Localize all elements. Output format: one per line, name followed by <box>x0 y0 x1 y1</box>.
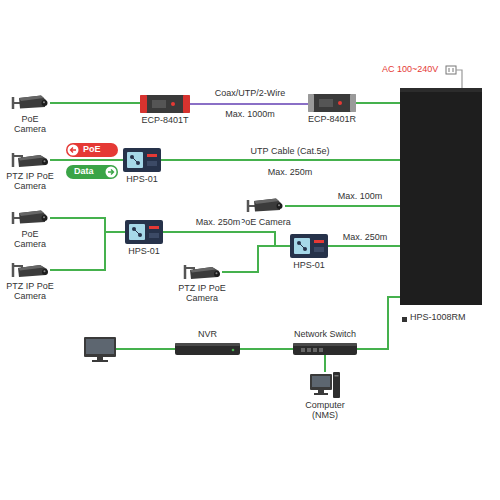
extender-device-drawing <box>140 95 190 113</box>
node-label: HPS-1008RM <box>410 313 466 323</box>
node-label: ECP-8401T <box>141 116 188 126</box>
camera-icon: PoE Camera <box>10 93 50 113</box>
hps01-device: HPS-01 <box>125 220 163 244</box>
poe-badge: PoE <box>66 143 118 157</box>
monitor-wire <box>116 348 175 350</box>
camera-icon-drawing <box>10 208 50 228</box>
hps01-device-drawing <box>125 220 163 244</box>
cable-line <box>190 103 308 105</box>
ptz-camera-icon-drawing <box>10 150 50 170</box>
network-switch: Network Switch <box>293 343 357 355</box>
hps01-device: HPS-01 <box>290 234 328 258</box>
hps01-device: HPS-01 <box>123 148 161 172</box>
poe-switch-drawing <box>400 88 482 305</box>
camera-icon-drawing <box>245 196 285 216</box>
edge-label: Coax/UTP/2-Wire <box>214 89 287 99</box>
ac-plug <box>446 66 456 74</box>
ptz-camera-icon-drawing <box>10 260 50 280</box>
monitor-screen <box>86 339 114 354</box>
network-switch-drawing <box>293 343 357 355</box>
node-label: HPS-01 <box>128 247 160 257</box>
node-label: PoE Camera <box>8 230 52 250</box>
cable-line <box>240 348 293 350</box>
bullet-square <box>402 317 407 322</box>
node-label: Network Switch <box>294 330 356 340</box>
node-label: PTZ IP PoE Camera <box>4 282 56 302</box>
computer-icon-drawing <box>310 372 340 398</box>
camera-icon-drawing <box>10 93 50 113</box>
nvr-device: NVR <box>175 343 240 355</box>
power-cord <box>456 70 462 88</box>
edge-label: Max. 250m <box>195 218 242 228</box>
plug-pin <box>449 68 450 72</box>
node-label: PoE Camera <box>8 115 52 135</box>
computer-icon: Computer (NMS) <box>310 372 340 398</box>
cable-line <box>50 218 125 232</box>
power-note: AC 100~240V <box>382 65 438 75</box>
cable-line <box>222 246 290 272</box>
node-label: PoE <box>83 145 101 155</box>
ptz-camera-icon: PTZ IP PoE Camera <box>10 260 50 280</box>
extender-device-drawing <box>308 94 356 112</box>
node-label: PoE Camera <box>239 218 291 228</box>
node-label: NVR <box>198 330 217 340</box>
edge-label: Max. 250m <box>342 233 389 243</box>
distance-note: Max. 250m <box>268 168 313 178</box>
monitor-base <box>92 360 108 362</box>
cable-line <box>163 232 290 246</box>
cable-line <box>161 159 400 161</box>
edge-label: UTP Cable (Cat.5e) <box>250 147 331 157</box>
node-label: ECP-8401R <box>308 115 356 125</box>
cable-line <box>356 102 400 104</box>
ptz-camera-icon: PTZ IP PoE Camera <box>182 262 222 282</box>
cable-line <box>285 205 400 207</box>
ptz-camera-icon: PTZ IP PoE Camera <box>10 150 50 170</box>
hps01-device-drawing <box>123 148 161 172</box>
hps01-device-drawing <box>290 234 328 258</box>
distance-note: Max. 1000m <box>225 110 275 120</box>
monitor-stand <box>97 357 103 360</box>
cable-line <box>50 102 140 104</box>
nvr-device-drawing <box>175 343 240 355</box>
camera-icon: PoE Camera <box>10 208 50 228</box>
monitor-icon <box>84 337 116 357</box>
node-label: HPS-01 <box>293 261 325 271</box>
cable-line <box>328 245 400 247</box>
cable-line <box>324 355 326 372</box>
cable-line <box>50 232 125 270</box>
node-label: Computer (NMS) <box>300 401 350 421</box>
node-label: PTZ IP PoE Camera <box>4 172 56 192</box>
node-label: PTZ IP PoE Camera <box>176 284 228 304</box>
extender-device: ECP-8401R <box>308 94 356 112</box>
cable-line <box>357 297 400 349</box>
cable-line <box>50 159 123 161</box>
data-badge: Data <box>66 165 118 179</box>
node-label: Data <box>74 167 94 177</box>
node-label: HPS-01 <box>126 175 158 185</box>
extender-device: ECP-8401T <box>140 95 190 113</box>
ptz-camera-icon-drawing <box>182 262 222 282</box>
poe-switch: HPS-1008RM <box>400 88 482 305</box>
camera-icon: PoE Camera <box>245 196 285 216</box>
plug-pin <box>453 68 454 72</box>
edge-label: Max. 100m <box>337 192 384 202</box>
